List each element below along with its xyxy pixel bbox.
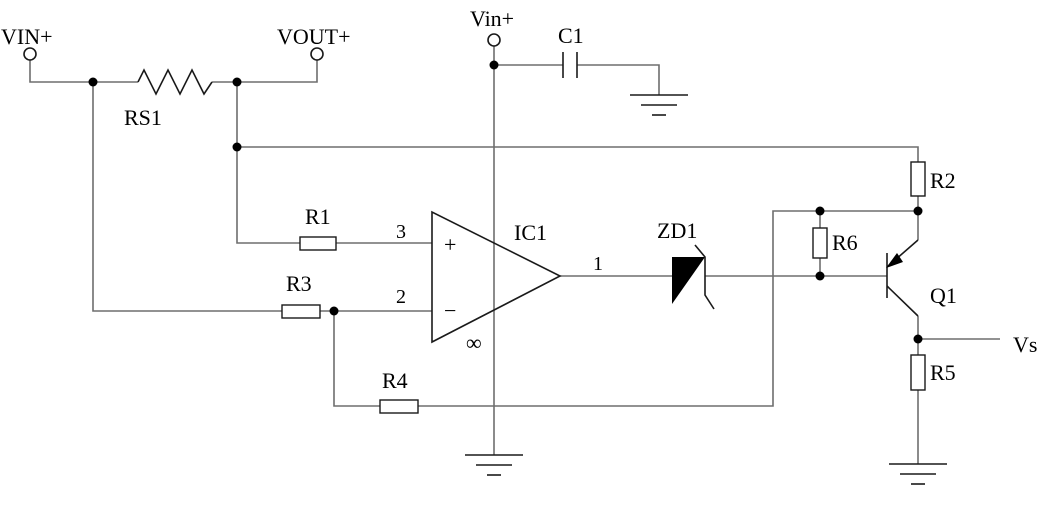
wire-vin-to-r3 — [92, 82, 282, 312]
vout-terminal-label: VOUT+ — [277, 24, 351, 49]
r4-label: R4 — [382, 368, 408, 393]
r2-label: R2 — [930, 168, 956, 193]
junction-r6-bottom — [815, 271, 825, 281]
capacitor-label: C1 — [558, 23, 584, 48]
junction-emitter — [913, 206, 923, 216]
supply-terminal — [487, 33, 501, 47]
junction-vout — [232, 77, 242, 87]
minus-sign: − — [444, 298, 456, 323]
resistor-r6-icon — [812, 227, 828, 259]
r1-label: R1 — [305, 204, 331, 229]
junction-r6-top — [815, 206, 825, 216]
resistor-r1-icon — [299, 236, 337, 251]
junction-pin2 — [329, 306, 339, 316]
resistor-r2-icon — [910, 161, 926, 197]
r5-label: R5 — [930, 360, 956, 385]
opamp-triangle-icon — [431, 210, 562, 344]
ground-icon — [630, 94, 688, 116]
wire-feedback-r4 — [333, 311, 380, 407]
wires — [29, 45, 1000, 464]
pin-2-label: 2 — [396, 286, 406, 308]
pin-1-label: 1 — [593, 253, 603, 275]
resistor-r5-icon — [910, 354, 926, 391]
resistor-r3-icon — [281, 304, 321, 319]
ground-icon — [889, 463, 947, 485]
junction-sense — [232, 142, 242, 152]
resistor-r4-icon — [379, 399, 419, 414]
wire-vin-terminal — [29, 60, 138, 83]
capacitor-icon — [562, 52, 578, 78]
vin-terminal-label: VIN+ — [1, 24, 53, 49]
junction-supply — [489, 60, 499, 70]
wire-c1-to-ground — [577, 64, 660, 95]
transistor-label: Q1 — [930, 283, 957, 308]
output-label: Vs — [1013, 332, 1037, 357]
pin-3-label: 3 — [396, 221, 406, 243]
vout-terminal — [310, 47, 324, 61]
sense-resistor-icon — [137, 68, 213, 96]
junctions — [88, 60, 923, 344]
junction-output — [913, 334, 923, 344]
opamp-label: IC1 — [514, 220, 547, 245]
ground-icon — [465, 454, 523, 476]
transistor-icon — [886, 239, 919, 317]
zener-diode-icon — [672, 244, 715, 310]
wire-vout-down — [236, 82, 300, 244]
supply-label: Vin+ — [470, 6, 514, 31]
sense-resistor-label: RS1 — [124, 105, 162, 130]
labels: VIN+ VOUT+ Vin+ RS1 C1 R1 R2 R3 R4 R5 R6… — [1, 6, 1037, 393]
r3-label: R3 — [286, 271, 312, 296]
infinity-sign: ∞ — [466, 330, 482, 355]
wire-vout-terminal — [212, 60, 318, 83]
plus-sign: + — [444, 232, 456, 257]
wire-r4-to-bias — [418, 210, 918, 407]
junction-vin — [88, 77, 98, 87]
wire-sense-line — [237, 146, 919, 162]
r6-label: R6 — [832, 230, 858, 255]
vin-terminal — [23, 47, 37, 61]
zener-label: ZD1 — [657, 218, 697, 243]
